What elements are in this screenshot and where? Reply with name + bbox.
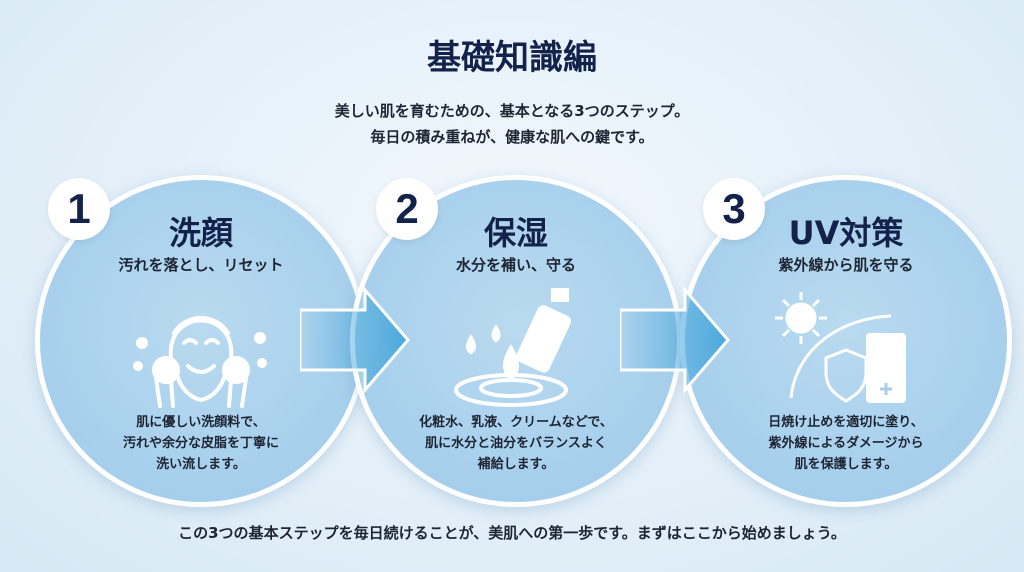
desc-line: 肌に水分と油分をバランスよく <box>425 436 607 451</box>
step-2-number-badge: 2 <box>376 178 438 240</box>
step-tagline: 汚れを落とし、リセット <box>118 256 284 274</box>
desc-line: 日焼け止めを適切に塗り、 <box>768 415 924 430</box>
step-3-circle: UV対策 紫外線から肌を守る 日焼け止めを適切に塗り、 紫外線によるダメージから… <box>680 175 1012 507</box>
desc-line: 紫外線によるダメージから <box>768 436 924 451</box>
desc-line: 肌に優しい洗顔料で、 <box>136 415 266 430</box>
step-title: 保湿 <box>483 214 548 252</box>
subtitle-line: 美しい肌を育むための、基本となる3つのステップ。 <box>334 102 690 120</box>
step-description: 肌に優しい洗顔料で、 汚れや余分な皮脂を丁寧に 洗い流します。 <box>60 412 342 475</box>
arrow-right-icon <box>300 285 410 395</box>
step-3-number-badge: 3 <box>703 178 765 240</box>
step-1-number-badge: 1 <box>48 178 110 240</box>
step-description: 化粧水、乳液、クリームなどで、 肌に水分と油分をバランスよく 補給します。 <box>375 412 657 475</box>
footer-text: この3つの基本ステップを毎日続けることが、美肌への第一歩です。まずはここから始め… <box>178 524 846 542</box>
desc-line: 汚れや余分な皮脂を丁寧に <box>122 436 279 451</box>
sun-shield-sunscreen-icon <box>775 292 906 403</box>
page-title: 基礎知識編 <box>427 38 597 78</box>
face-washing-icon <box>133 316 267 408</box>
subtitle: 美しい肌を育むための、基本となる3つのステップ。 毎日の積み重ねが、健康な肌への… <box>0 98 1024 150</box>
arrow-right-icon <box>620 285 730 395</box>
step-title: 洗顔 <box>168 214 233 252</box>
step-tagline: 紫外線から肌を守る <box>778 256 914 274</box>
desc-line: 肌を保護します。 <box>794 457 898 472</box>
subtitle-line: 毎日の積み重ねが、健康な肌への鍵です。 <box>370 128 654 146</box>
lotion-bottle-drop-icon <box>454 288 572 407</box>
desc-line: 補給します。 <box>477 457 555 472</box>
desc-line: 洗い流します。 <box>156 457 246 472</box>
step-title: UV対策 <box>788 214 904 252</box>
desc-line: 化粧水、乳液、クリームなどで、 <box>419 415 613 430</box>
step-description: 日焼け止めを適切に塗り、 紫外線によるダメージから 肌を保護します。 <box>705 412 987 475</box>
step-tagline: 水分を補い、守る <box>455 256 576 274</box>
